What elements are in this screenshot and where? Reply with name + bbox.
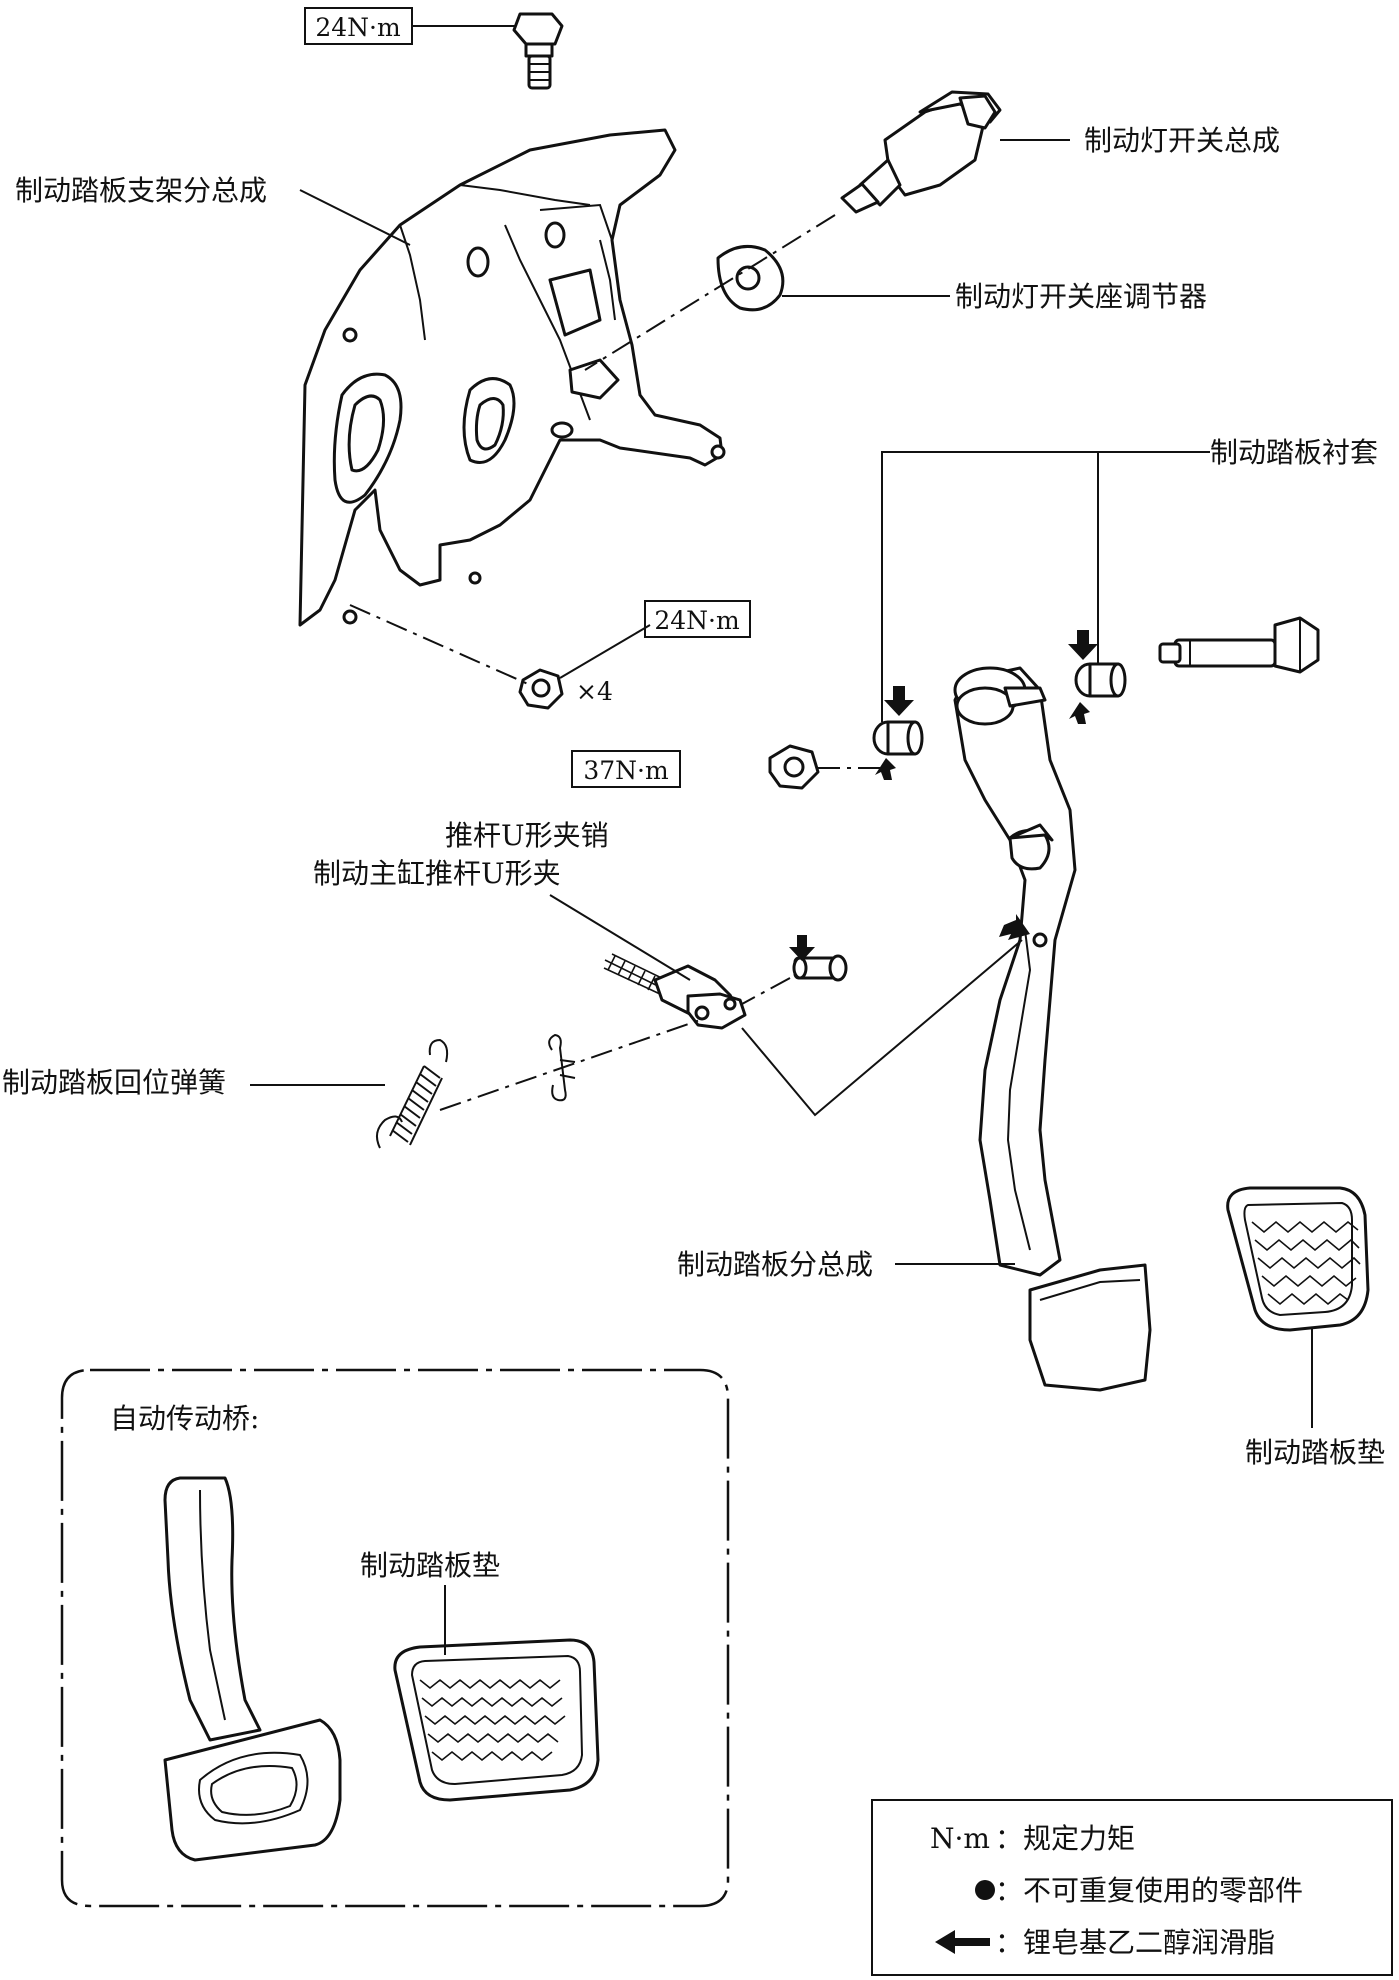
grease-arrow-left-top	[884, 686, 914, 716]
pedal-label-group: 制动踏板分总成	[677, 1248, 1015, 1281]
bushing-right	[1074, 662, 1127, 698]
bushing-label-group: 制动踏板衬套	[881, 436, 1378, 722]
return-spring	[375, 1038, 449, 1149]
pedal-pad-right: 制动踏板垫	[1226, 1186, 1385, 1469]
nut-torque: 24N·m ×4	[559, 600, 751, 706]
top-bolt-torque-value: 24N·m	[315, 13, 401, 42]
clevis	[603, 953, 747, 1030]
inset-pedal-pad: 制动踏板垫	[360, 1549, 600, 1802]
grease-arrow-right-bottom	[1069, 702, 1090, 724]
switch-adjuster	[716, 244, 950, 312]
pedal-bracket	[298, 128, 726, 627]
inset-automatic-transaxle: 自动传动桥: 制动踏板垫	[60, 1368, 730, 1908]
pivot-nut-torque: 37N·m	[571, 750, 681, 788]
clevis-label: 制动主缸推杆U形夹	[313, 857, 561, 890]
bushing-label: 制动踏板衬套	[1210, 436, 1378, 469]
pad-inset-label: 制动踏板垫	[360, 1549, 500, 1582]
stop-light-switch	[840, 90, 1070, 214]
legend: N·m ：规定力矩 ：不可重复使用的零部件 ：锂皂基乙二醇润滑脂	[871, 1799, 1393, 1976]
pedal-label: 制动踏板分总成	[677, 1248, 873, 1281]
grease-arrow-left-bottom	[875, 758, 896, 780]
bracket-nut	[518, 668, 564, 710]
stop-switch-label: 制动灯开关总成	[1084, 124, 1280, 157]
nut-qty: ×4	[576, 677, 613, 706]
pad-right-label: 制动踏板垫	[1245, 1436, 1385, 1469]
grease-arrow-clevis-pin	[789, 935, 815, 961]
grease-arrow-pedal	[999, 914, 1030, 940]
clevis-pin-label: 推杆U形夹销	[445, 819, 609, 852]
switch-adjuster-label: 制动灯开关座调节器	[955, 280, 1207, 313]
legend-nonreuse-text: ：不可重复使用的零部件	[995, 1874, 1303, 1907]
bracket-label: 制动踏板支架分总成	[15, 174, 267, 207]
bushing-left	[872, 720, 924, 756]
clevis-label-group: 推杆U形夹销 制动主缸推杆U形夹	[313, 819, 691, 981]
spring-label-group: 制动踏板回位弹簧	[2, 1066, 385, 1099]
inset-title: 自动传动桥:	[110, 1402, 259, 1435]
nut-torque-value: 24N·m	[654, 606, 740, 635]
nonreuse-dot-icon	[975, 1880, 995, 1900]
top-bolt	[512, 12, 564, 90]
pivot-nut	[768, 744, 820, 790]
top-bolt-torque: 24N·m	[304, 7, 520, 45]
legend-torque-text: ：规定力矩	[995, 1822, 1135, 1855]
pivot-bolt	[1158, 616, 1320, 674]
spring-label: 制动踏板回位弹簧	[2, 1066, 226, 1099]
inset-pedal-arm	[163, 1476, 342, 1862]
legend-grease-text: ：锂皂基乙二醇润滑脂	[995, 1926, 1275, 1959]
legend-torque-symbol: N·m	[930, 1822, 990, 1855]
brake-pedal-arm	[953, 666, 1152, 1392]
retaining-clip	[548, 1033, 576, 1102]
pivot-nut-torque-value: 37N·m	[583, 756, 669, 785]
grease-arrow-right-top	[1068, 630, 1098, 660]
clevis-pin	[792, 954, 848, 982]
bracket-label-group: 制动踏板支架分总成	[15, 174, 411, 246]
grease-arrow-icon	[935, 1930, 990, 1954]
